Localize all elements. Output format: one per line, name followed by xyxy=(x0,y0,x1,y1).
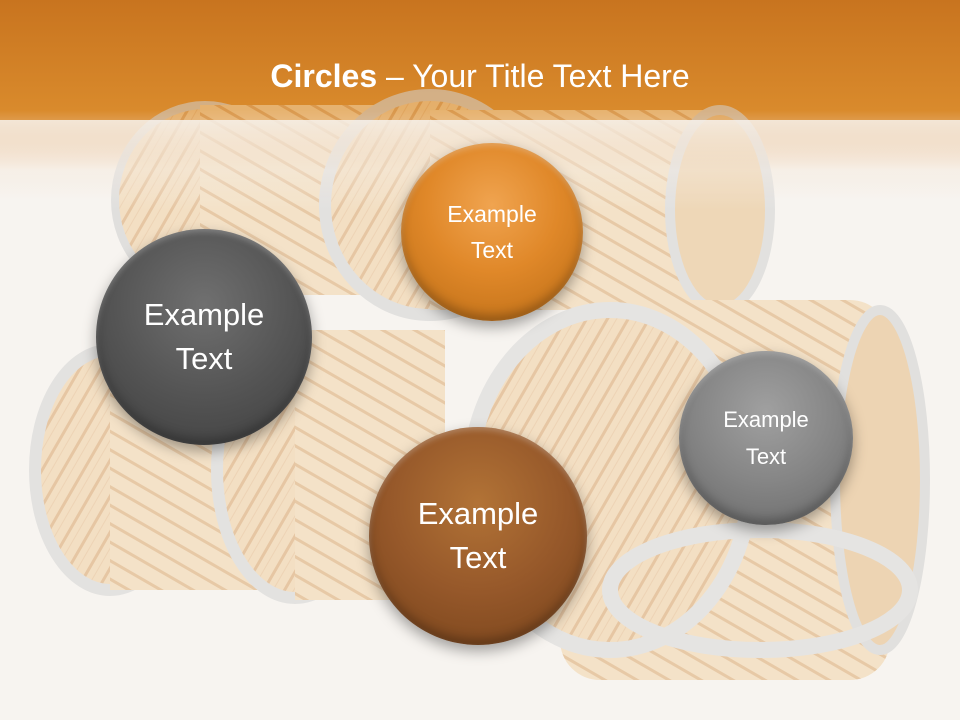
circle-center[interactable]: Example Text xyxy=(369,427,587,645)
title-bold: Circles xyxy=(270,58,378,94)
circle-right-text: Example Text xyxy=(723,401,809,475)
circle-top-text: Example Text xyxy=(447,196,536,268)
slide-title: Circles – Your Title Text Here xyxy=(0,52,960,100)
circle-center-line2: Text xyxy=(449,540,507,575)
title-rest: – Your Title Text Here xyxy=(377,58,690,94)
circle-center-line1: Example xyxy=(417,496,539,531)
circle-left-text: Example Text xyxy=(144,293,265,381)
circle-center-text: Example Text xyxy=(418,492,539,580)
circle-left[interactable]: Example Text xyxy=(96,229,312,445)
circle-right-line1: Example xyxy=(723,407,809,432)
circle-top-line2: Text xyxy=(470,237,514,263)
circle-top[interactable]: Example Text xyxy=(401,143,583,321)
circle-left-line2: Text xyxy=(175,341,233,376)
circle-right-line2: Text xyxy=(745,444,787,469)
circle-top-line1: Example xyxy=(447,201,537,227)
circle-right[interactable]: Example Text xyxy=(679,351,853,525)
circle-left-line1: Example xyxy=(143,297,265,332)
